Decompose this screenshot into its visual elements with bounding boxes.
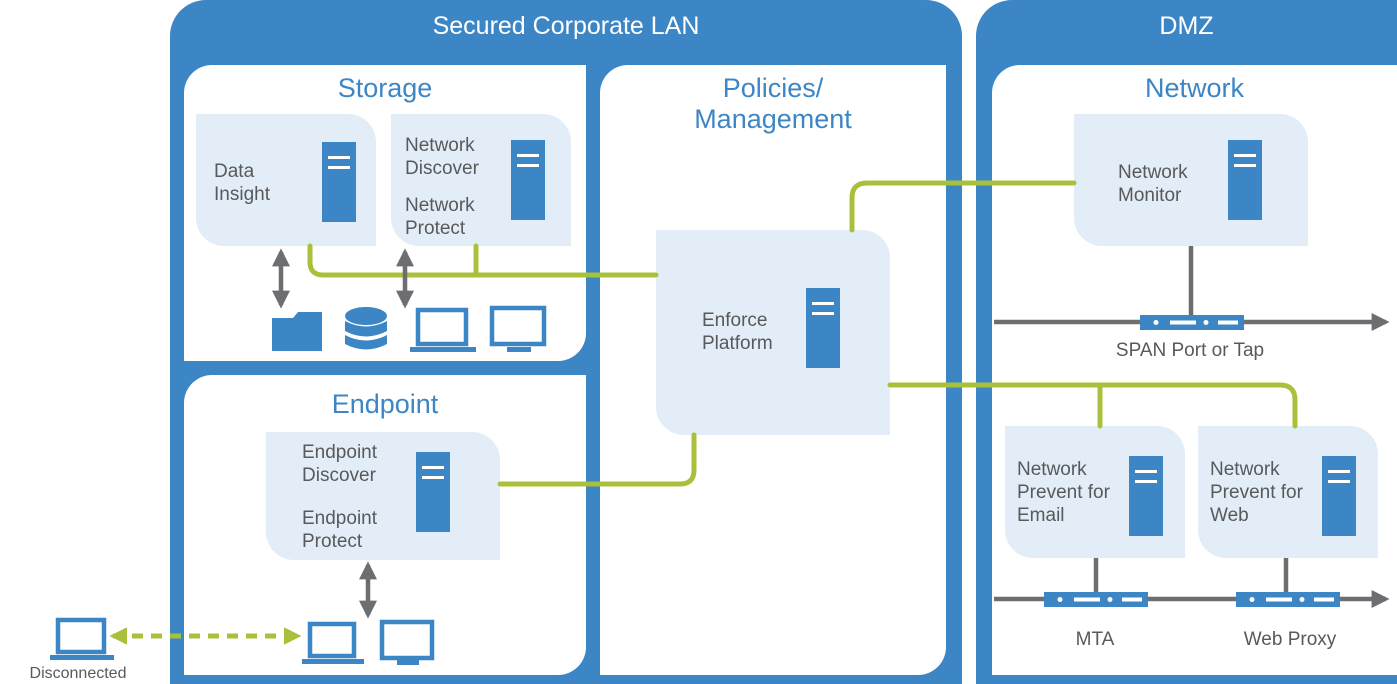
prevent-email-server-icon — [1129, 456, 1163, 536]
folder-icon — [272, 312, 322, 351]
mta-label: MTA — [1075, 629, 1115, 650]
span-port-label: SPAN Port or Tap — [1115, 340, 1265, 361]
laptop-icon — [410, 307, 476, 352]
prevent-web-server-icon — [1322, 456, 1356, 536]
enforce-platform-card: Enforce Platform — [656, 230, 890, 435]
network-discover-server-icon — [511, 140, 545, 220]
network-title: Network — [1144, 73, 1245, 103]
endpoint-protect-label: Endpoint Protect — [302, 508, 378, 552]
network-protect-label: Network Protect — [405, 195, 475, 239]
enforce-to-monitor-link — [849, 180, 1077, 233]
prevent-web-card: Network Prevent for Web — [1198, 426, 1378, 558]
endpoint-discover-label: Endpoint Discover — [302, 442, 378, 486]
enforce-platform-label: Enforce Platform — [702, 310, 773, 354]
mta-switch-icon — [1044, 592, 1148, 607]
web-proxy-label: Web Proxy — [1243, 629, 1337, 650]
prevent-web-label: Network Prevent for Web — [1210, 459, 1303, 526]
endpoint-title: Endpoint — [331, 389, 439, 419]
network-discover-card: Network Discover Network Protect — [391, 114, 571, 246]
policies-title: Policies/ Management — [694, 73, 852, 134]
desktop-icon — [489, 305, 547, 352]
dmz-title: DMZ — [1159, 12, 1214, 40]
data-insight-card: Data Insight — [196, 114, 376, 246]
database-icon — [345, 307, 387, 350]
data-insight-label: Data Insight — [214, 161, 270, 205]
storage-title: Storage — [337, 73, 433, 103]
disconnected-laptop-icon — [50, 617, 114, 660]
endpoint-server-icon — [416, 452, 450, 532]
enforce-server-icon — [806, 288, 840, 368]
disconnected-label: Disconnected — [29, 665, 127, 682]
prevent-email-label: Network Prevent for Email — [1017, 459, 1110, 526]
prevent-email-card: Network Prevent for Email — [1005, 426, 1185, 558]
network-monitor-server-icon — [1228, 140, 1262, 220]
network-panel: Network — [992, 65, 1397, 675]
network-monitor-card: Network Monitor — [1074, 114, 1308, 246]
web-proxy-switch-icon — [1236, 592, 1340, 607]
network-monitor-label: Network Monitor — [1118, 162, 1188, 206]
data-insight-server-icon — [322, 142, 356, 222]
span-switch-icon — [1140, 315, 1244, 330]
corporate-lan-title: Secured Corporate LAN — [432, 12, 700, 40]
endpoint-card: Endpoint Discover Endpoint Protect — [266, 432, 500, 560]
enforce-to-prevent-link — [887, 382, 1298, 429]
network-discover-label: Network Discover — [405, 135, 479, 179]
storage-to-enforce-link — [307, 243, 659, 278]
endpoint-to-enforce-link — [497, 432, 697, 487]
endpoint-desktop-icon — [379, 619, 435, 665]
endpoint-laptop-icon — [302, 621, 364, 664]
